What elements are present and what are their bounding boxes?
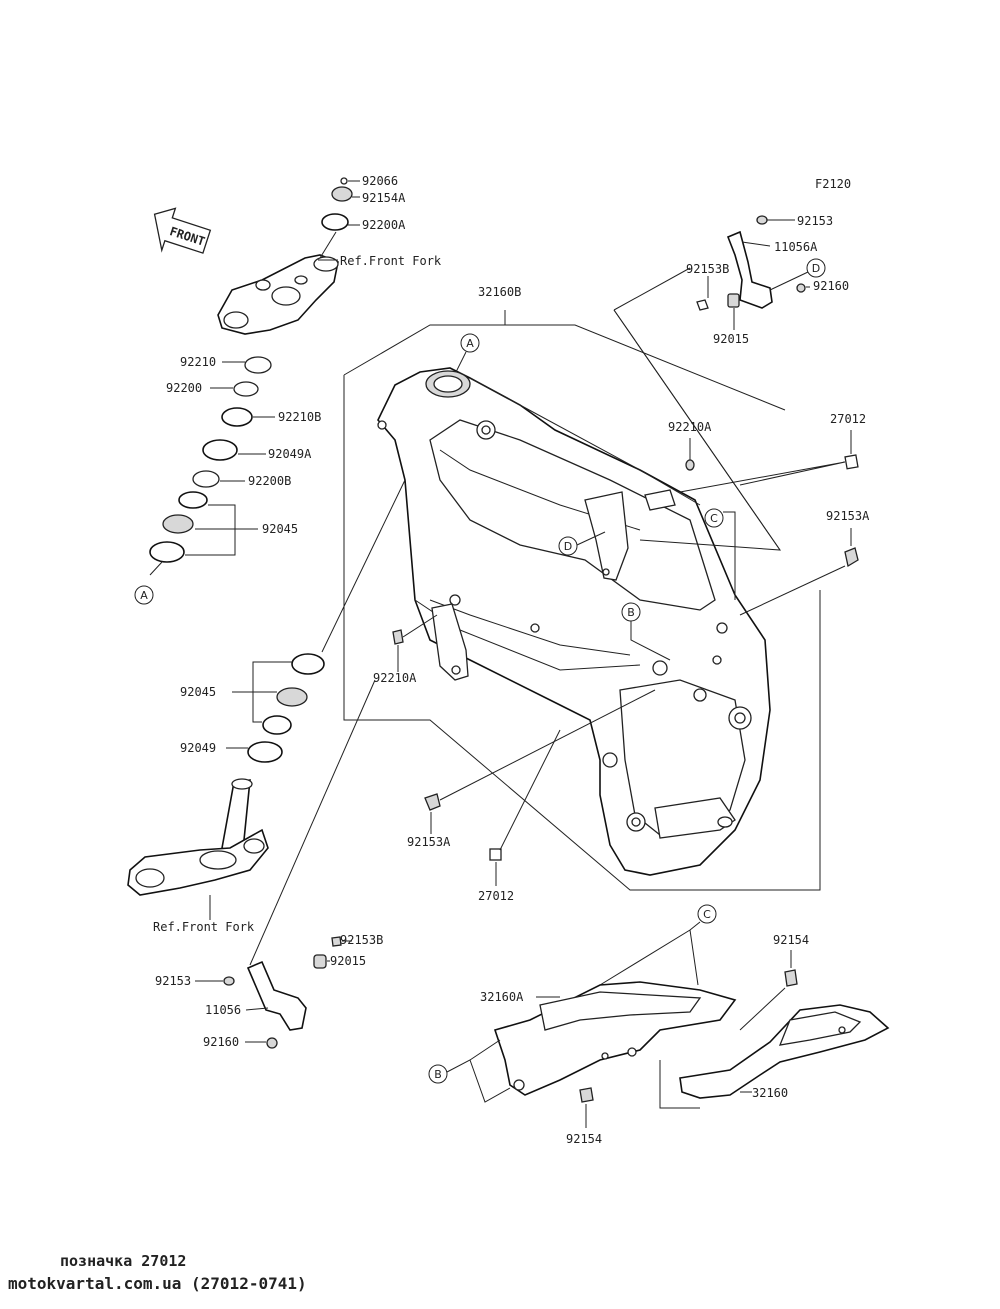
callout-b-rail-text: B [434, 1068, 442, 1081]
part-92154a-bolt [331, 186, 353, 202]
label-92066: 92066 [362, 174, 398, 188]
part-92045-race-lower [149, 541, 185, 563]
callout-d-bracket [806, 258, 826, 278]
label-92153b-top: 92153B [686, 262, 729, 276]
callout-d-frame-text: D [564, 540, 572, 553]
part-27012-label-bottom [489, 848, 502, 861]
label-32160a: 32160A [480, 990, 524, 1004]
part-92210a-nut-left [392, 629, 404, 645]
lower-steering-bearings [247, 653, 325, 763]
callout-d-frame [558, 536, 578, 556]
part-92210b-nut [221, 407, 253, 427]
label-32160: 32160 [752, 1086, 788, 1100]
callout-c-rail-text: C [703, 908, 711, 921]
label-92045-upper: 92045 [262, 522, 298, 536]
label-92049: 92049 [180, 741, 216, 755]
seat-rail-32160 [679, 1004, 890, 1099]
part-92153a-bolt-right [844, 547, 859, 568]
label-92160-top: 92160 [813, 279, 849, 293]
part-92066-nut [340, 177, 348, 185]
part-92153b-bolt [696, 299, 709, 311]
bracket-11056a-assembly [696, 215, 806, 311]
part-92154-bolt-top [784, 969, 798, 987]
main-frame [377, 367, 771, 876]
label-92153-bottom: 92153 [155, 974, 191, 988]
part-92049a-seal [202, 439, 238, 461]
part-92049-seal [247, 741, 283, 763]
part-92045-bearing [162, 514, 194, 534]
footer-source-link[interactable]: motokvartal.com.ua (27012-0741) [8, 1274, 307, 1293]
label-92153b-bottom: 92153B [340, 933, 383, 947]
part-92015-collar-bottom [313, 954, 327, 969]
label-32160b: 32160B [478, 285, 521, 299]
callout-a-left [134, 585, 154, 605]
part-92200-washer [233, 381, 259, 397]
part-92045-race-upper-2 [291, 653, 325, 675]
part-92200a-washer [321, 213, 349, 231]
callout-d-bracket-text: D [812, 262, 820, 275]
part-11056a-bracket [726, 230, 773, 309]
callout-a-frame [460, 333, 480, 353]
callout-b-frame-text: B [627, 606, 635, 619]
diagram-code: F2120 [815, 177, 851, 191]
part-92153-bolt-bottom [223, 976, 235, 986]
label-11056: 11056 [205, 1003, 241, 1017]
part-92015-collar [727, 293, 740, 308]
label-27012-bottom: 27012 [478, 889, 514, 903]
part-92045-race-upper [178, 491, 208, 509]
part-92153a-bolt-left [424, 793, 441, 811]
part-27012-label-right [844, 454, 859, 470]
callout-a-frame-text: A [466, 337, 474, 350]
label-27012-right: 27012 [830, 412, 866, 426]
label-92200: 92200 [166, 381, 202, 395]
callout-b-rail [428, 1064, 448, 1084]
part-92210a-nut-right [685, 459, 695, 471]
footer-note: позначка 27012 [60, 1252, 187, 1270]
label-92210a-left: 92210A [373, 671, 417, 685]
bracket-11056-assembly [223, 936, 342, 1049]
part-92210-nut [244, 356, 272, 374]
callout-c-rail [697, 904, 717, 924]
part-92160-damper [796, 283, 806, 293]
label-92015-top: 92015 [713, 332, 749, 346]
label-92153a-left: 92153A [407, 835, 451, 849]
label-92153-top: 92153 [797, 214, 833, 228]
steering-bearing-stack [149, 356, 272, 563]
part-11056-bracket [246, 960, 307, 1031]
label-92045-lower: 92045 [180, 685, 216, 699]
label-92200b: 92200B [248, 474, 291, 488]
label-92210a-right: 92210A [668, 420, 712, 434]
label-ref-front-fork-upper: Ref.Front Fork [340, 254, 442, 268]
label-92015-bottom: 92015 [330, 954, 366, 968]
label-92154-bottom: 92154 [566, 1132, 602, 1146]
lower-triple-clamp [127, 778, 269, 896]
part-92045-race-lower-2 [262, 715, 292, 735]
label-92160-bottom: 92160 [203, 1035, 239, 1049]
part-92160-damper-bottom [266, 1037, 278, 1049]
part-92153-bolt [756, 215, 768, 225]
label-92154-top: 92154 [773, 933, 809, 947]
label-92200a: 92200A [362, 218, 406, 232]
callout-c-frame-text: C [710, 512, 718, 525]
label-ref-front-fork-lower: Ref.Front Fork [153, 920, 255, 934]
label-11056a: 11056A [774, 240, 818, 254]
part-92154-bolt-bottom [579, 1087, 594, 1103]
part-92045-bearing-2 [276, 687, 308, 707]
seat-rail-32160a [493, 981, 737, 1096]
front-arrow-icon: FRONT [153, 207, 212, 254]
label-92154a: 92154A [362, 191, 406, 205]
label-92210: 92210 [180, 355, 216, 369]
upper-steering-parts [217, 177, 353, 335]
label-92049a: 92049A [268, 447, 312, 461]
callout-a-left-text: A [140, 589, 148, 602]
part-92200b-washer [192, 470, 220, 488]
label-92210b: 92210B [278, 410, 321, 424]
label-92153a-right: 92153A [826, 509, 870, 523]
part-92153b-bolt-bottom [331, 936, 342, 947]
callout-c-frame [704, 508, 724, 528]
